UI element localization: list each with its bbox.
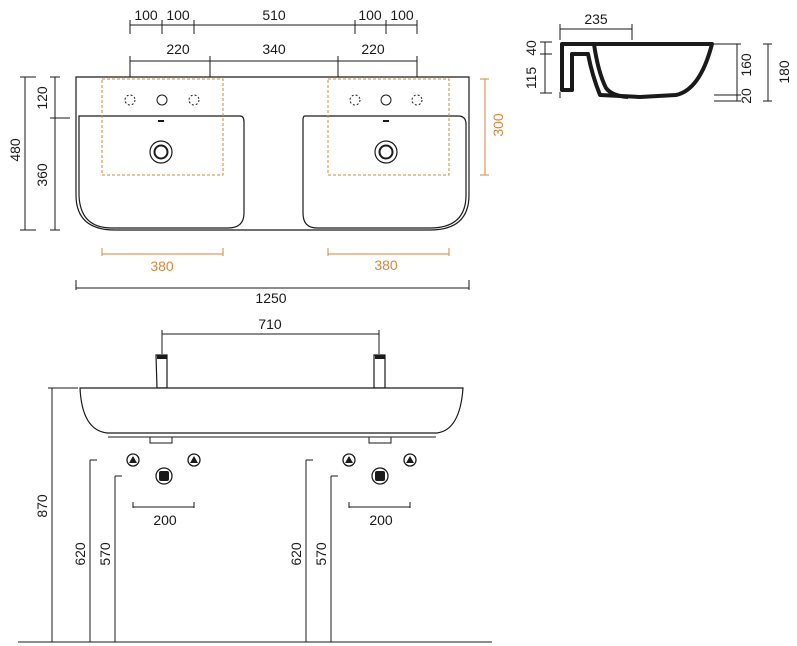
- top-view: 100 100 510 100 100 220 340 220 480: [7, 7, 506, 306]
- tap-left: [155, 354, 168, 389]
- waste-right: [368, 436, 392, 444]
- bowl-inner-profile: [592, 43, 629, 99]
- fixing-zone-right: [327, 78, 450, 176]
- dim-label: 380: [150, 258, 174, 274]
- dim-label: 120: [34, 86, 50, 110]
- drain-right: [374, 120, 398, 164]
- drain-left: [149, 120, 173, 164]
- dim-label: 100: [134, 7, 158, 23]
- supply-points-right: [342, 453, 417, 485]
- dim-label: 160: [738, 53, 754, 77]
- basin-profile: [560, 42, 714, 99]
- dim-label: 200: [369, 512, 393, 528]
- dim-label: 20: [738, 88, 754, 104]
- fixing-depth-dimension: 300: [480, 78, 506, 176]
- dim-label: 115: [523, 67, 539, 90]
- bowl-width-dimensions: 380 380: [101, 248, 450, 274]
- bowl-right: [302, 115, 467, 229]
- side-view: 235 115 40 160 20 180: [523, 11, 792, 104]
- dim-label: 570: [97, 542, 113, 566]
- dim-label: 1250: [255, 290, 286, 306]
- dim-label: 510: [262, 7, 286, 23]
- top-dimension-row: 100 100 510 100 100: [129, 7, 418, 34]
- tap-right: [373, 354, 386, 389]
- dim-label: 220: [166, 41, 190, 57]
- waste-left: [149, 436, 173, 444]
- dim-label: 570: [313, 542, 329, 566]
- dim-label: 40: [523, 40, 539, 56]
- dim-label: 620: [72, 542, 88, 566]
- overall-width-dimension: 1250: [75, 280, 470, 306]
- dim-label: 380: [374, 257, 398, 273]
- dim-label: 180: [776, 60, 792, 84]
- dim-label: 480: [7, 138, 23, 162]
- second-dimension-row: 220 340 220: [129, 41, 418, 80]
- dim-label: 100: [166, 7, 190, 23]
- dim-label: 100: [390, 7, 414, 23]
- dim-label: 200: [153, 512, 177, 528]
- fixing-zone-left: [101, 78, 224, 176]
- dim-label: 360: [34, 163, 50, 187]
- dim-label: 340: [262, 41, 286, 57]
- dim-label: 300: [490, 113, 506, 137]
- dim-label: 235: [584, 11, 608, 27]
- bowl-left: [78, 115, 245, 229]
- dim-label: 620: [288, 542, 304, 566]
- dim-label: 100: [358, 7, 382, 23]
- front-view: 710 200: [18, 316, 492, 643]
- tap-holes-left: [124, 94, 200, 106]
- basin-front: [79, 387, 464, 434]
- dim-label: 870: [34, 494, 50, 518]
- left-dimensions: 480 120 360: [7, 76, 70, 231]
- dim-label: 710: [258, 316, 282, 332]
- dim-label: 220: [361, 41, 385, 57]
- tap-holes-right: [349, 94, 423, 106]
- supply-points-left: [126, 453, 201, 485]
